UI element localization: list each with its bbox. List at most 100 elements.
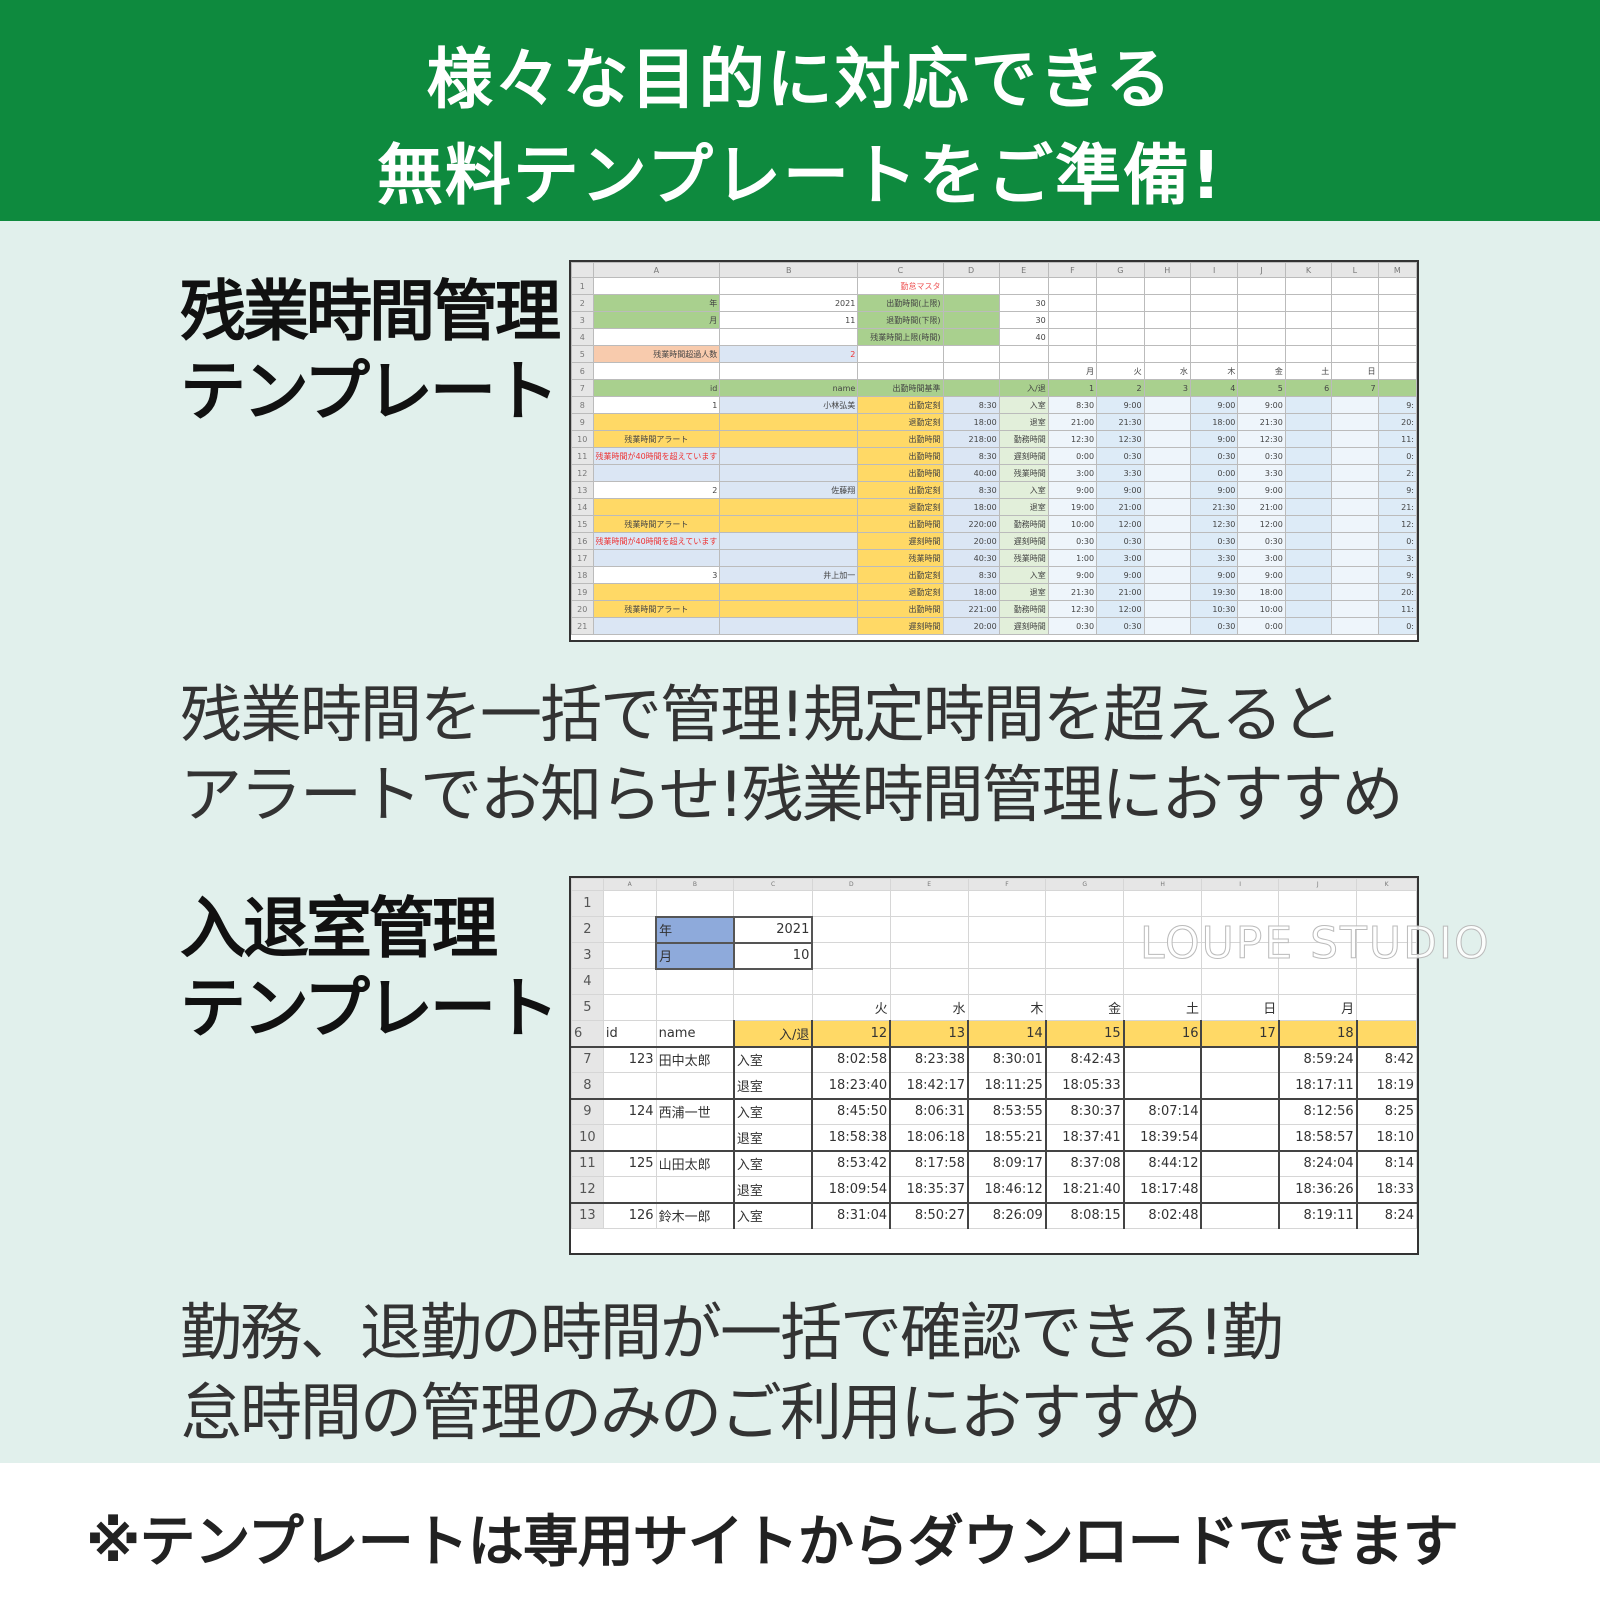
sheet-cell <box>1377 328 1417 346</box>
sheet-cell: 7 <box>1331 379 1379 397</box>
sheet-cell <box>1356 994 1417 1021</box>
sheet-cell: 8:53:42 <box>811 1149 891 1177</box>
sheet-cell: 20: <box>1377 583 1417 601</box>
sheet-cell: 9:00 <box>1096 566 1145 584</box>
sheet-cell <box>967 942 1047 969</box>
sheet-cell <box>1331 277 1379 295</box>
sheet-cell: 9:00 <box>1237 481 1286 499</box>
sheet-cell <box>1189 328 1239 346</box>
sheet-cell: 8:17:58 <box>889 1149 969 1177</box>
sheet-cell <box>1096 345 1145 363</box>
sheet-cell: 9:00 <box>1047 481 1098 499</box>
sheet-cell: 18:46:12 <box>967 1176 1047 1203</box>
sheet-cell <box>655 994 735 1021</box>
sheet-cell: 0:30 <box>1189 447 1239 465</box>
sheet-cell: 西浦一世 <box>655 1097 735 1125</box>
sheet-cell: 火 <box>1096 362 1145 380</box>
sheet-cell: 9: <box>1377 396 1417 414</box>
sheet-cell <box>1045 968 1125 995</box>
sheet-cell: 2 <box>719 345 859 363</box>
sheet-cell <box>1143 311 1191 329</box>
sheet-cell <box>1122 1072 1202 1099</box>
sheet-cell <box>1189 294 1239 312</box>
sheet-cell: 0:00 <box>1047 447 1098 465</box>
sheet-cell: 4 <box>571 968 604 995</box>
sheet-cell: 8 <box>571 396 594 414</box>
sheet-cell <box>1047 277 1098 295</box>
sheet-cell: 8:42 <box>1355 1045 1417 1073</box>
sheet-cell: 入室 <box>732 1201 813 1229</box>
sheet-cell: 5 <box>1237 379 1286 397</box>
sheet-cell: 221:00 <box>942 600 1000 618</box>
sheet-cell: 125 <box>602 1149 657 1177</box>
sheet-cell <box>1377 362 1417 380</box>
sheet-cell <box>1284 464 1333 482</box>
sheet-cell: 8:07:14 <box>1122 1097 1202 1125</box>
sheet-cell: 8:37:08 <box>1044 1149 1125 1177</box>
sheet-cell: 鈴木一郎 <box>655 1201 735 1229</box>
sheet-cell: 8:44:12 <box>1122 1149 1202 1177</box>
sheet-cell: 8:50:27 <box>889 1201 969 1229</box>
sheet-cell <box>719 515 859 533</box>
sheet-cell <box>1331 549 1379 567</box>
sheet-cell: 6 <box>1284 379 1333 397</box>
sheet-cell: 入/退 <box>998 379 1049 397</box>
sheet-cell: 12 <box>811 1020 891 1047</box>
sheet-cell: 11: <box>1377 430 1417 448</box>
sheet-cell: 12:30 <box>1189 515 1239 533</box>
sheet-cell <box>1047 294 1098 312</box>
sheet-cell: 月 <box>1278 994 1358 1021</box>
sheet-cell: D <box>942 262 1000 278</box>
sheet-cell: 残業時間超過人数 <box>592 345 721 363</box>
sheet-cell <box>719 583 859 601</box>
sheet-cell: 8:42:43 <box>1044 1045 1125 1073</box>
sheet-cell: 30 <box>998 294 1049 312</box>
sheet-cell: 残業時間 <box>857 549 944 567</box>
sheet-cell: 8:53:55 <box>967 1097 1047 1125</box>
sheet-cell <box>998 362 1049 380</box>
sheet-cell <box>998 345 1049 363</box>
sheet-cell: 7 <box>571 1045 604 1073</box>
sheet-cell: I <box>1189 262 1239 278</box>
sheet-cell <box>592 362 721 380</box>
sheet-cell <box>592 277 721 295</box>
sheet-cell: 124 <box>602 1097 657 1125</box>
sheet-cell: 3: <box>1377 549 1417 567</box>
sheet-cell: 9:00 <box>1189 396 1239 414</box>
banner-title-line2: 無料テンプレートをご準備! <box>376 137 1224 214</box>
sheet-cell <box>592 617 721 635</box>
sheet-cell <box>655 1072 735 1099</box>
sheet-cell <box>592 464 721 482</box>
sheet-cell: 井上加一 <box>719 566 859 584</box>
sheet-cell: 18:00 <box>942 413 1000 431</box>
sheet-cell <box>1331 430 1379 448</box>
sheet-cell: 10 <box>571 430 594 448</box>
sheet-cell <box>1237 345 1286 363</box>
sheet-cell: 4 <box>571 328 594 346</box>
sheet-cell: 3 <box>571 311 594 329</box>
section1-desc-line2: アラートでお知らせ!残業時間管理におすすめ <box>180 758 1404 831</box>
sheet-cell <box>1189 311 1239 329</box>
sheet-cell: 0:30 <box>1237 447 1286 465</box>
sheet-cell: 0:30 <box>1096 617 1145 635</box>
sheet-cell <box>1143 430 1191 448</box>
sheet-cell <box>655 968 735 995</box>
sheet-cell <box>1200 916 1280 943</box>
sheet-cell <box>571 262 594 278</box>
sheet-cell: 入室 <box>732 1097 813 1125</box>
sheet-cell <box>1331 464 1379 482</box>
sheet-cell <box>1096 277 1145 295</box>
sheet-cell: 21:30 <box>1189 498 1239 516</box>
sheet-cell: 年 <box>592 294 721 312</box>
loupe-studio-watermark: LOUPE STUDIO <box>1140 918 1491 970</box>
sheet-cell: 佐藤翔 <box>719 481 859 499</box>
sheet-cell <box>1284 345 1333 363</box>
sheet-cell: 退室 <box>998 413 1049 431</box>
sheet-cell: id <box>592 379 721 397</box>
